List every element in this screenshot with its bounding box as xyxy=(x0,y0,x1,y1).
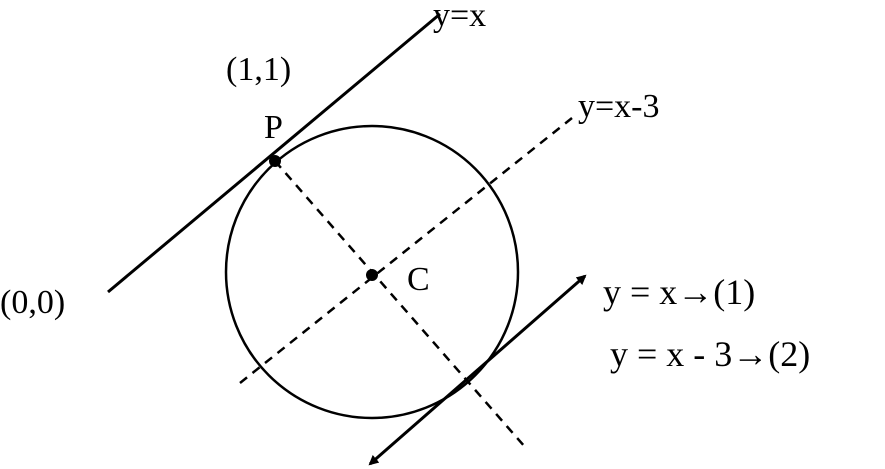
label-point-p-coords: (1,1) xyxy=(226,51,291,88)
label-y-equals-x-minus-3: y=x-3 xyxy=(578,88,660,125)
label-origin: (0,0) xyxy=(0,284,65,321)
label-equation-1: y = x→(1) xyxy=(603,272,755,312)
tangent-arrow xyxy=(368,274,587,466)
line-y-equals-x xyxy=(107,12,441,294)
label-center: C xyxy=(407,261,430,298)
center-dot xyxy=(366,269,378,281)
label-point-p: P xyxy=(264,109,283,146)
dashed-line-y-equals-x-minus-3 xyxy=(239,117,573,384)
point-p-dot xyxy=(269,155,281,167)
label-equation-2: y = x - 3→(2) xyxy=(610,334,810,374)
label-y-equals-x: y=x xyxy=(433,0,486,34)
